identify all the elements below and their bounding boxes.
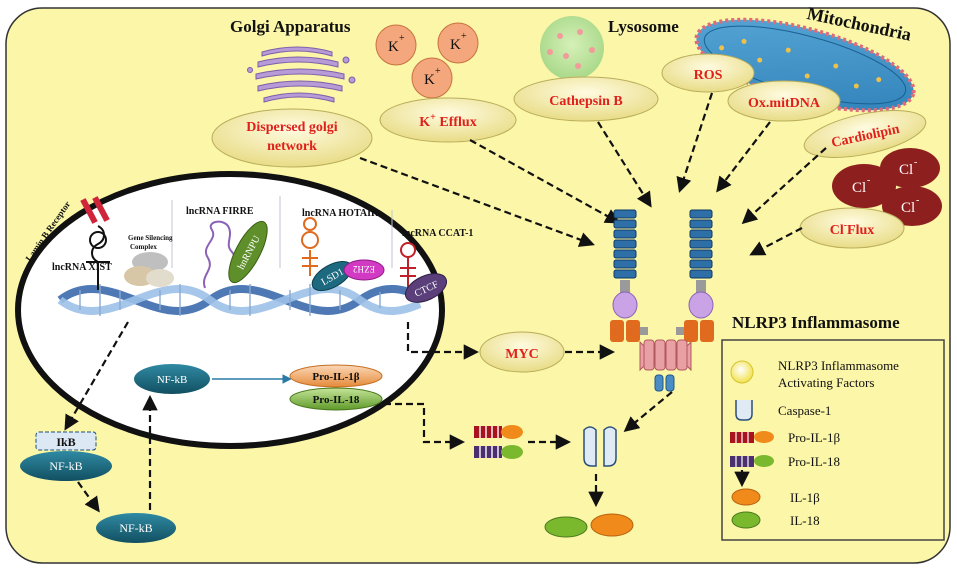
lysosome-title: Lysosome	[608, 17, 679, 36]
svg-text:Cl: Cl	[901, 200, 915, 216]
potassium-ion-icon: K +	[437, 22, 479, 64]
il1b-mature-icon	[590, 513, 634, 537]
svg-text:NF-kB: NF-kB	[49, 459, 82, 473]
factor-ros: ROS	[661, 53, 755, 93]
factor-k-efflux: K+ Efflux	[379, 97, 517, 143]
lysosome-icon	[540, 16, 604, 80]
firre-label: lncRNA FIRRE	[186, 206, 254, 217]
factor-cl-flux: Cl-Flux	[799, 207, 905, 249]
ikb-nfkb-complex: IkB NF-kB	[20, 431, 112, 481]
svg-text:NLRP3 Inflammasome: NLRP3 Inflammasome	[778, 358, 899, 373]
arrow-release-nfkb	[77, 481, 100, 513]
svg-text:Pro-IL-1β: Pro-IL-1β	[312, 371, 359, 383]
svg-text:Caspase-1: Caspase-1	[778, 403, 831, 418]
svg-text:K+ Efflux: K+ Efflux	[419, 112, 476, 130]
svg-text:NF-kB: NF-kB	[157, 374, 188, 386]
svg-text:+: +	[399, 33, 405, 44]
svg-text:ROS: ROS	[694, 68, 723, 83]
factor-myc: MYC	[479, 331, 565, 373]
svg-text:IkB: IkB	[56, 435, 75, 449]
factor-ox-mitdna: Ox.mitDNA	[727, 80, 841, 122]
xist-label: lncRNA XIST	[52, 262, 112, 273]
svg-text:Dispersed golgi: Dispersed golgi	[246, 120, 338, 135]
svg-text:Cl: Cl	[899, 162, 913, 178]
lamin-b-receptor-icon	[80, 196, 110, 224]
xist-rna-icon	[86, 225, 110, 290]
chloride-ion-icon: Cl -	[880, 148, 940, 188]
arrow-xist-to-ikb	[64, 321, 129, 431]
pro-il1b-transcript: Pro-IL-1β	[289, 364, 383, 388]
legend: NLRP3 Inflammasome Activating Factors Ca…	[721, 339, 945, 541]
svg-text:NF-kB: NF-kB	[119, 521, 152, 535]
gene-silencing-label-line2: Complex	[130, 243, 157, 251]
factor-cathepsin-b: Cathepsin B	[513, 76, 659, 122]
nfkb-free: NF-kB	[96, 513, 176, 543]
hotair-label: lncRNA HOTAIR	[302, 208, 379, 219]
ccat1-rna-icon	[400, 242, 416, 290]
factor-cardiolipin: Cardiolipin	[803, 110, 927, 158]
golgi-icon	[247, 46, 356, 103]
svg-text:EZH2: EZH2	[353, 264, 375, 274]
inflammasome-title: NLRP3 Inflammasome	[732, 313, 900, 332]
nfkb-nuclear: NF-kB	[134, 364, 210, 394]
svg-text:Cl-Flux: Cl-Flux	[830, 220, 875, 238]
caspase-1-icon	[583, 426, 617, 467]
svg-text:Cathepsin B: Cathepsin B	[549, 94, 623, 109]
svg-text:IL-1β: IL-1β	[790, 490, 820, 505]
lsd1-protein: LSD1	[311, 260, 353, 292]
svg-text:-: -	[916, 195, 919, 206]
nlrp3-lrr-right	[689, 209, 713, 279]
il18-mature-icon	[544, 516, 588, 538]
potassium-ion-icon: K +	[411, 57, 453, 99]
ctcf-protein: CTCF	[404, 273, 448, 303]
ccat1-label: lncRNA CCAT-1	[402, 228, 473, 239]
arrow-to-caspase	[623, 391, 673, 432]
svg-text:K: K	[388, 39, 399, 55]
golgi-title: Golgi Apparatus	[230, 17, 351, 36]
chloride-ion-icon: Cl -	[832, 164, 896, 208]
svg-text:IL-18: IL-18	[790, 513, 820, 528]
svg-text:Activating Factors: Activating Factors	[778, 375, 874, 390]
factor-dispersed-golgi: Dispersed golgi network	[211, 108, 373, 168]
pro-il1b-icon	[474, 425, 523, 439]
nlrp3-inflammasome-icon	[610, 209, 714, 392]
svg-text:+: +	[435, 66, 441, 77]
ezh2-protein: EZH2	[343, 259, 385, 281]
gene-silencing-label-line1: Gene Silencing	[128, 234, 173, 242]
gene-silencing-complex-icon	[124, 252, 174, 287]
svg-text:Pro-IL-1β: Pro-IL-1β	[788, 430, 840, 445]
hotair-rna-icon	[301, 217, 319, 276]
svg-text:-: -	[914, 157, 917, 168]
pro-il18-transcript: Pro-IL-18	[289, 387, 383, 411]
svg-text:Pro-IL-18: Pro-IL-18	[788, 454, 840, 469]
svg-text:K: K	[450, 37, 461, 53]
svg-text:Pro-IL-18: Pro-IL-18	[313, 394, 360, 406]
chloride-ion-icon: Cl -	[882, 186, 942, 226]
activation-arrows	[359, 92, 827, 360]
svg-text:K: K	[424, 72, 435, 88]
svg-text:+: +	[461, 31, 467, 42]
svg-text:network: network	[267, 139, 317, 154]
pro-il18-icon	[474, 445, 523, 459]
svg-text:Cl: Cl	[852, 180, 866, 196]
nlrp3-lrr-left	[613, 209, 637, 279]
potassium-ion-icon: K +	[375, 24, 417, 66]
arrow-prointerleukin-to-cytoplasm	[384, 402, 466, 450]
svg-text:Ox.mitDNA: Ox.mitDNA	[748, 96, 821, 111]
dna-helix-icon	[57, 284, 422, 316]
svg-text:MYC: MYC	[505, 347, 538, 362]
mitochondria-icon	[694, 17, 916, 113]
svg-text:-: -	[867, 175, 870, 186]
